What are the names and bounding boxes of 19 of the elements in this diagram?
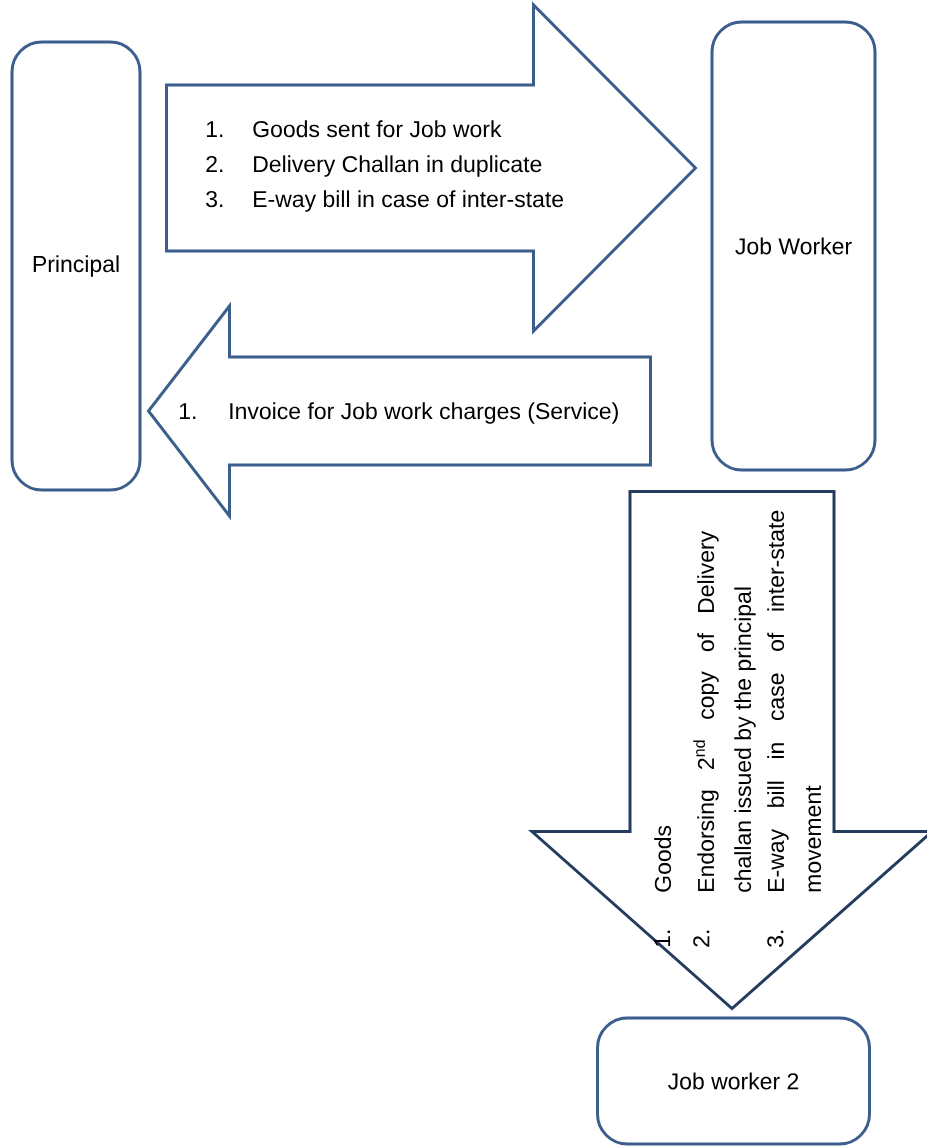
process-box: Job worker 2 — [596, 1016, 871, 1146]
process-box: Job Worker — [710, 20, 877, 472]
list-text: 1. — [179, 403, 196, 419]
block-arrow — [146, 301, 652, 521]
list-text: Invoice for Job work charges (Service) — [230, 402, 618, 424]
list-text: 2. — [206, 155, 223, 172]
list-text: Goods — [654, 825, 672, 892]
list-text: 3. — [767, 930, 784, 947]
list-text: E-way bill in case of inter-state movement — [767, 510, 822, 892]
list-text: E-way bill in case of inter-state — [254, 190, 564, 212]
list-text: Delivery Challan in duplicate — [254, 155, 542, 177]
block-arrow — [165, 1, 698, 335]
process-box: Principal — [10, 40, 142, 492]
list-text: Goods sent for Job work — [253, 120, 502, 138]
list-text: 1. — [654, 930, 671, 947]
list-text: 2. — [693, 930, 710, 947]
list-text: 1. — [206, 121, 223, 137]
list-text: 3. — [206, 190, 223, 208]
block-arrow — [528, 490, 927, 1011]
